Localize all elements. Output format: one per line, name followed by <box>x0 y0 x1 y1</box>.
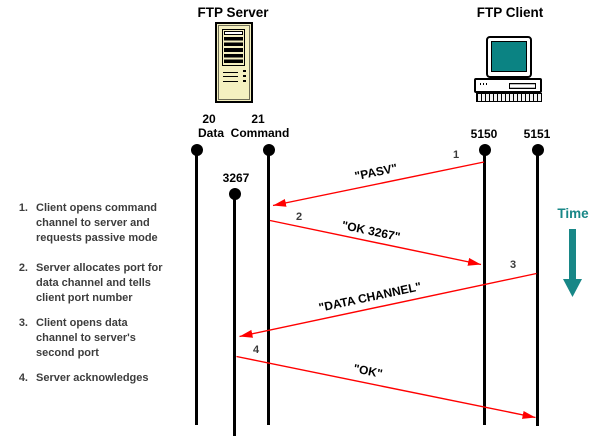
list-item: 1. Client opens command channel to serve… <box>10 201 178 246</box>
message-label-ok: "OK" <box>352 361 384 381</box>
monitor-screen <box>491 41 527 72</box>
floppy-drive-icon <box>509 83 536 89</box>
step-item-text: Server allocates port for data channel a… <box>36 262 163 304</box>
server-vents-icon <box>223 72 238 85</box>
port-name-command: Command <box>230 126 290 140</box>
port-dot <box>531 144 544 156</box>
server-bars-icon <box>224 37 243 64</box>
step-item-number: 4. <box>18 372 28 384</box>
port-name-data: Data <box>197 126 225 140</box>
system-unit-icon <box>474 78 542 93</box>
port-number-5151: 5151 <box>523 127 551 141</box>
lifeline-port-21-command <box>262 144 275 425</box>
step-item-number: 2. <box>18 262 28 274</box>
client-computer-icon <box>474 35 544 102</box>
system-unit-dots <box>480 83 489 85</box>
arrow-data-channel <box>239 272 537 338</box>
ftp-client-title: FTP Client <box>476 5 544 20</box>
step-item-number: 1. <box>18 202 28 214</box>
server-drive-bays-icon <box>222 29 245 66</box>
port-dot <box>190 144 203 156</box>
monitor-icon <box>486 36 532 78</box>
port-number-3267: 3267 <box>222 171 250 185</box>
list-item: 3. Client opens data channel to server's… <box>10 316 178 361</box>
list-item: 2. Server allocates port for data channe… <box>10 261 178 306</box>
port-dot <box>228 188 241 200</box>
message-label-pasv: "PASV" <box>353 160 399 184</box>
message-label-ok-3267: "OK 3267" <box>340 218 402 244</box>
port-number-21: 21 <box>251 112 265 126</box>
step-item-text: Client opens command channel to server a… <box>36 202 158 244</box>
server-inner-outline <box>218 25 250 100</box>
list-item: 4. Server acknowledges <box>10 371 178 386</box>
arrow-step-number-2: 2 <box>295 211 303 223</box>
lifeline-port-5150 <box>478 144 491 425</box>
ftp-server-title: FTP Server <box>197 5 269 20</box>
port-dot <box>262 144 275 156</box>
arrow-ok <box>236 355 536 419</box>
server-led-dots-icon <box>243 70 246 85</box>
port-number-20: 20 <box>202 112 216 126</box>
time-arrow-head-icon <box>563 279 582 297</box>
lifeline-port-20-data <box>190 144 203 425</box>
arrow-step-number-1: 1 <box>452 149 460 161</box>
arrow-step-number-3: 3 <box>509 259 517 271</box>
port-number-5150: 5150 <box>470 127 498 141</box>
step-item-text: Client opens data channel to server's se… <box>36 317 136 359</box>
server-slot-icon <box>224 31 243 35</box>
time-label: Time <box>557 206 589 221</box>
server-tower-icon <box>215 22 253 103</box>
keyboard-icon <box>476 93 542 102</box>
step-item-number: 3. <box>18 317 28 329</box>
arrow-step-number-4: 4 <box>252 344 260 356</box>
lifeline-port-3267 <box>228 188 241 436</box>
message-label-data-channel: "DATA CHANNEL" <box>317 279 423 315</box>
lifeline-port-5151 <box>531 144 544 426</box>
port-dot <box>478 144 491 156</box>
step-item-text: Server acknowledges <box>36 372 149 384</box>
